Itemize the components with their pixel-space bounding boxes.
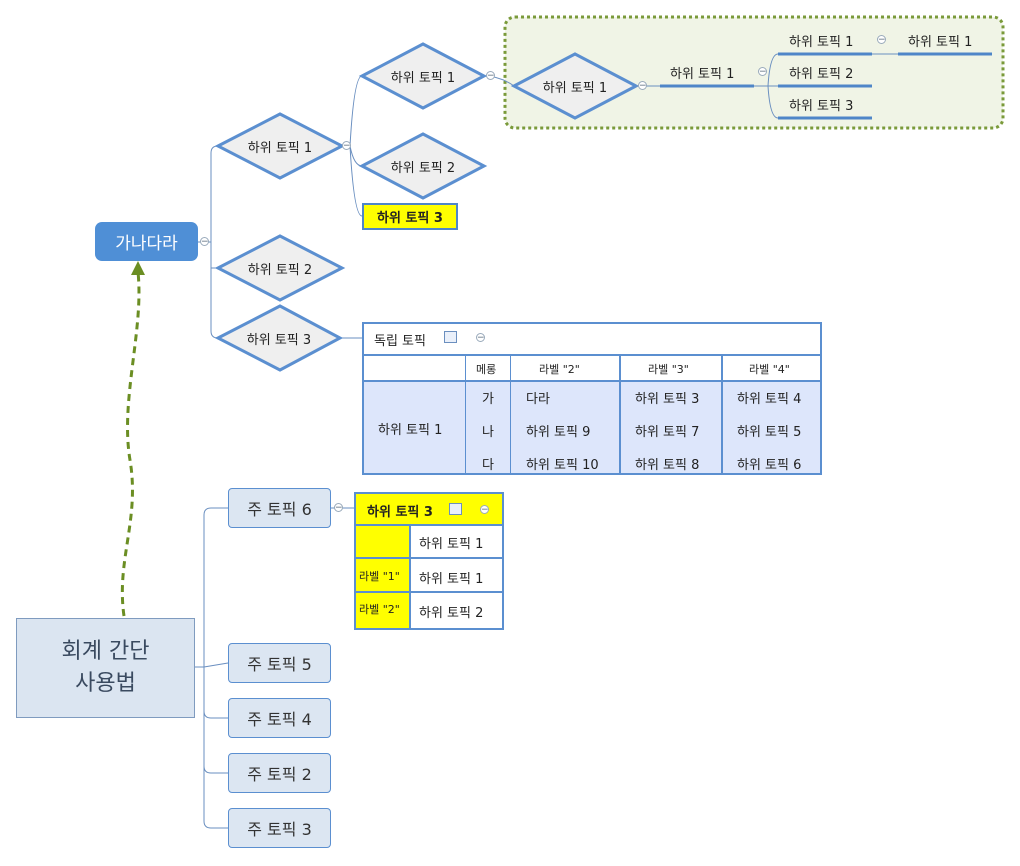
table-divider [364,380,820,382]
connector-root-main [193,507,228,668]
connector-root-m3 [203,766,228,829]
table2-cell[interactable]: 하위 토픽 1 [419,537,484,552]
diamond-d3-label[interactable]: 하위 토픽 3 [246,333,312,348]
table1-header[interactable]: 라벨 "2" [539,363,580,376]
diamond-d2-label[interactable]: 하위 토픽 2 [247,263,313,278]
table1-cell[interactable]: 나 [482,425,494,440]
connector-central-d3 [210,242,219,339]
root-topic-line1: 회계 간단 [61,639,150,664]
table2-row-label[interactable]: 라벨 "2" [359,603,400,616]
connector-central-d1 [198,145,219,243]
collapse-icon[interactable]: − [334,503,343,513]
table1-cell[interactable]: 하위 토픽 5 [737,425,802,440]
table2-cell[interactable]: 하위 토픽 1 [419,572,484,587]
table1-title[interactable]: 독립 토픽 [374,334,426,349]
central-topic[interactable]: 가나다라 [95,222,198,261]
matrix-table-1[interactable]: 독립 토픽 − 메롱 라벨 "2" 라벨 "3" 라벨 "4" 하위 토픽 1 … [362,322,822,475]
collapse-icon[interactable]: − [200,237,209,247]
collapse-icon[interactable]: − [480,505,489,515]
table1-header[interactable]: 라벨 "3" [648,363,689,376]
connector-central-d2 [210,242,218,269]
table-divider [465,356,466,473]
main-topic-4[interactable]: 주 토픽 4 [228,698,331,738]
diamond-boundary-label[interactable]: 하위 토픽 1 [542,81,608,96]
table2-cell[interactable]: 하위 토픽 2 [419,606,484,621]
table1-cell[interactable]: 하위 토픽 10 [526,458,599,473]
table-divider [356,557,502,559]
table1-header[interactable]: 라벨 "4" [749,363,790,376]
table1-cell[interactable]: 하위 토픽 3 [635,392,700,407]
table-divider [364,354,820,356]
diamond-d3-shape [214,304,344,372]
topic-boundary-t2[interactable]: 하위 토픽 1 [789,35,854,50]
table2-row-label[interactable]: 라벨 "1" [359,570,400,583]
collapse-icon[interactable]: − [877,35,886,45]
connector-d1-d1a [342,75,363,147]
collapse-icon[interactable]: − [638,81,647,91]
diamond-d1-label[interactable]: 하위 토픽 1 [247,141,313,156]
connector-d1-d1b [349,145,363,167]
connector-t1-t4 [767,85,779,119]
table1-cell[interactable]: 다 [482,458,494,473]
collapse-icon[interactable]: − [758,67,767,77]
topic-boundary-t3[interactable]: 하위 토픽 2 [789,67,854,82]
connector-root-m4 [203,667,228,719]
table1-cell[interactable]: 하위 토픽 6 [737,458,802,473]
table1-cell[interactable]: 하위 토픽 9 [526,425,591,440]
table-icon[interactable] [449,503,462,515]
table1-cell[interactable]: 가 [482,392,494,407]
table-body-bg [466,382,820,473]
relationship-line [120,271,141,617]
topic-boundary-t5[interactable]: 하위 토픽 1 [908,35,973,50]
boundary [503,15,1005,130]
table2-title[interactable]: 하위 토픽 3 [367,505,433,520]
collapse-icon[interactable]: − [486,71,495,81]
diamond-d2-shape [214,234,346,302]
table1-header[interactable]: 메롱 [476,363,497,376]
table-divider [409,526,411,628]
table1-cell[interactable]: 하위 토픽 4 [737,392,802,407]
table-divider [356,524,502,526]
connector-d1-d1c [349,145,363,217]
connector-root-m2 [203,711,228,774]
table-divider [510,382,511,473]
matrix-table-2[interactable]: 하위 토픽 3 − 하위 토픽 1 라벨 "1" 하위 토픽 1 라벨 "2" … [354,492,504,630]
table1-cell[interactable]: 하위 토픽 8 [635,458,700,473]
main-topic-6[interactable]: 주 토픽 6 [228,488,331,528]
topic-d1c-highlighted[interactable]: 하위 토픽 3 [362,203,458,230]
root-topic[interactable]: 회계 간단 사용법 [16,618,195,718]
relationship-arrowhead [131,261,145,275]
table2-title-bg [356,494,502,524]
table-row-header-bg [364,382,465,473]
main-topic-3[interactable]: 주 토픽 3 [228,808,331,848]
table-divider [721,382,723,473]
table-divider [356,591,502,593]
collapse-icon[interactable]: − [342,141,351,151]
main-topic-2[interactable]: 주 토픽 2 [228,753,331,793]
diamond-d1a-label[interactable]: 하위 토픽 1 [390,71,456,86]
diamond-d1b-label[interactable]: 하위 토픽 2 [390,161,456,176]
topic-boundary-t4[interactable]: 하위 토픽 3 [789,99,854,114]
table2-label-bg [356,526,409,628]
connector-root-m5 [203,662,229,668]
table1-cell[interactable]: 하위 토픽 7 [635,425,700,440]
diamond-d1b-shape [358,132,488,200]
table1-cell[interactable]: 다라 [526,392,550,407]
root-topic-line2: 사용법 [75,671,136,696]
collapse-icon[interactable]: − [476,333,485,343]
table-icon[interactable] [444,331,457,343]
main-topic-5[interactable]: 주 토픽 5 [228,643,331,683]
table1-row-label[interactable]: 하위 토픽 1 [378,423,443,438]
table-divider [619,382,621,473]
diamond-d1a-shape [358,42,488,110]
topic-boundary-t1[interactable]: 하위 토픽 1 [670,67,735,82]
